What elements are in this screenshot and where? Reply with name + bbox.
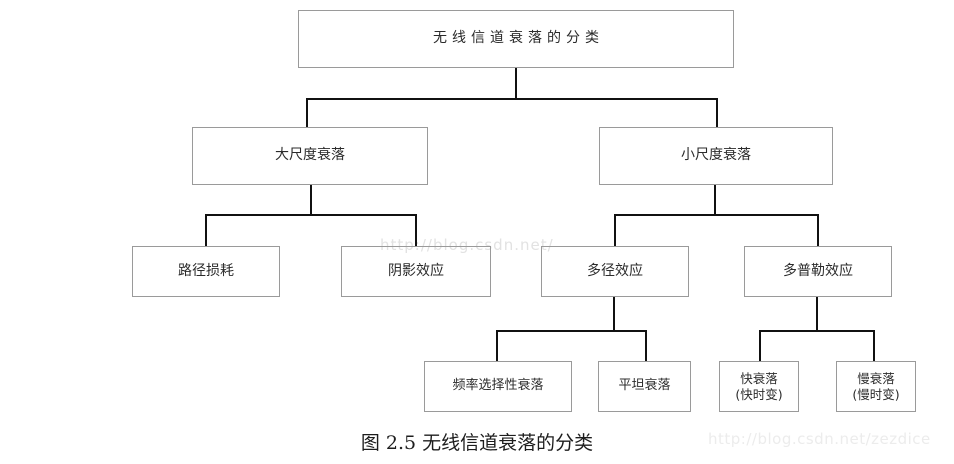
- connector-large-bus: [205, 214, 417, 216]
- node-label: 大尺度衰落: [275, 147, 345, 164]
- connector-multipath-bus: [496, 330, 647, 332]
- connector-large-stem: [310, 185, 312, 215]
- connector-freqsel-drop: [496, 330, 498, 361]
- node-fast-fading[interactable]: 快衰落 (快时变): [719, 361, 799, 412]
- node-label: 平坦衰落: [618, 378, 671, 394]
- node-frequency-selective-fading[interactable]: 频率选择性衰落: [424, 361, 572, 412]
- node-shadow-effect[interactable]: 阴影效应: [341, 246, 491, 297]
- connector-root-stem: [515, 68, 517, 99]
- node-label: 阴影效应: [388, 262, 444, 279]
- connector-fastfade-drop: [759, 330, 761, 361]
- connector-doppler-bus: [759, 330, 875, 332]
- connector-shadow-drop: [415, 214, 417, 246]
- node-doppler-effect[interactable]: 多普勒效应: [744, 246, 892, 297]
- node-label: 小尺度衰落: [681, 147, 751, 164]
- node-label: 路径损耗: [178, 262, 234, 279]
- connector-multipath-stem: [613, 297, 615, 331]
- connector-small-bus: [614, 214, 819, 216]
- node-small-scale-fading[interactable]: 小尺度衰落: [599, 127, 833, 185]
- node-multipath-effect[interactable]: 多径效应: [541, 246, 689, 297]
- node-slow-fading[interactable]: 慢衰落 (慢时变): [836, 361, 916, 412]
- connector-multipath-drop: [614, 214, 616, 246]
- node-label: 多径效应: [587, 262, 643, 279]
- connector-flat-drop: [645, 330, 647, 361]
- node-label: 慢衰落 (慢时变): [852, 370, 900, 402]
- node-flat-fading[interactable]: 平坦衰落: [598, 361, 691, 412]
- node-label: 无线信道衰落的分类: [433, 30, 604, 47]
- node-large-scale-fading[interactable]: 大尺度衰落: [192, 127, 428, 185]
- connector-level2-drop-right: [716, 98, 718, 128]
- connector-level2-drop-left: [306, 98, 308, 128]
- node-wireless-channel-fading-classification[interactable]: 无线信道衰落的分类: [298, 10, 734, 68]
- connector-doppler-stem: [816, 297, 818, 331]
- connector-pathloss-drop: [205, 214, 207, 246]
- node-label: 多普勒效应: [783, 262, 853, 279]
- figure-caption: 图 2.5 无线信道衰落的分类: [360, 432, 594, 454]
- node-label: 快衰落 (快时变): [735, 370, 783, 402]
- connector-level2-bus: [306, 98, 718, 100]
- node-label: 频率选择性衰落: [452, 378, 544, 394]
- connector-slowfade-drop: [873, 330, 875, 361]
- connector-small-stem: [714, 185, 716, 215]
- connector-doppler-drop: [817, 214, 819, 246]
- node-path-loss[interactable]: 路径损耗: [132, 246, 280, 297]
